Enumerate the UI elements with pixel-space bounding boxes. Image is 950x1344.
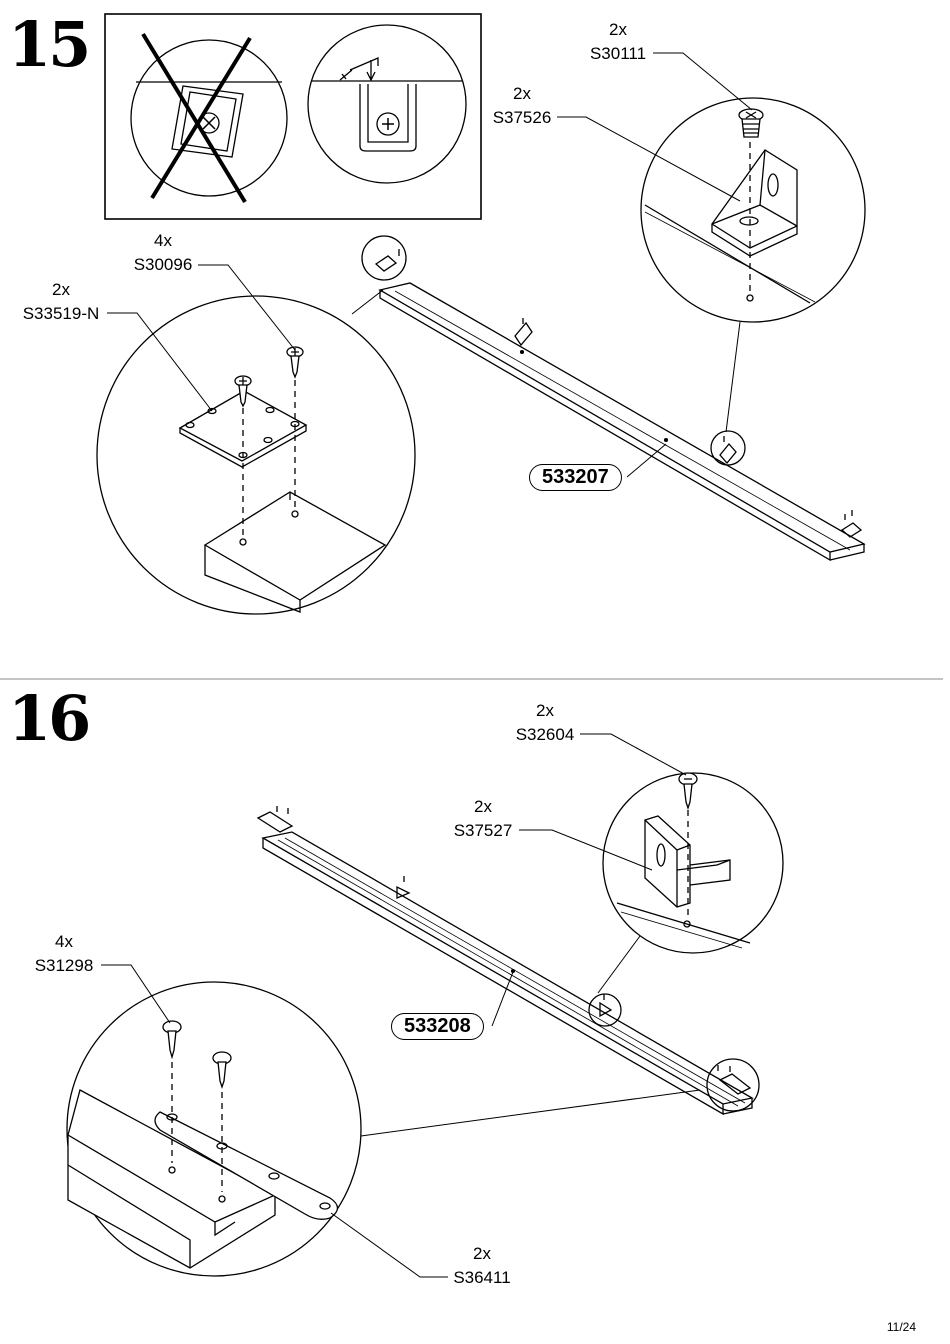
callout-qty: 2x [52, 280, 70, 299]
detail-circle-connector [66, 981, 362, 1277]
callout-s30096: 4x S30096 [128, 229, 198, 277]
callout-s30111: 2x S30111 [583, 18, 653, 66]
mounting-plate-icon [178, 390, 308, 468]
leader-lines-15 [107, 52, 753, 478]
l-bracket-icon [644, 815, 731, 908]
screw-s30096-icon [234, 346, 304, 408]
callout-s33519-n: 2x S33519-N [14, 278, 108, 326]
callout-qty: 2x [609, 20, 627, 39]
screw-s31298-icon [162, 1020, 232, 1090]
callout-qty: 2x [513, 84, 531, 103]
correct-bracket-icon [312, 57, 462, 152]
leader-lines-16 [101, 733, 687, 1278]
callout-code: S37527 [453, 821, 513, 840]
callout-s36411: 2x S36411 [446, 1242, 518, 1290]
callout-code: S32604 [515, 725, 575, 744]
callout-qty: 2x [536, 701, 554, 720]
step-number-15: 15 [8, 8, 91, 81]
board-533208-icon [256, 806, 760, 1116]
board-code-533207: 533207 [529, 464, 622, 491]
callout-code: S31298 [34, 956, 94, 975]
callout-s31298: 4x S31298 [28, 930, 100, 978]
callout-qty: 4x [154, 231, 172, 250]
callout-s37526: 2x S37526 [485, 82, 559, 130]
callout-qty: 2x [473, 1244, 491, 1263]
callout-s32604: 2x S32604 [509, 699, 581, 747]
wrong-bracket-icon [136, 32, 282, 204]
callout-code: S30111 [589, 44, 647, 63]
callout-qty: 4x [55, 932, 73, 951]
callout-code: S37526 [492, 108, 552, 127]
warning-box [104, 13, 482, 220]
detail-circle-bracket [640, 97, 866, 323]
board-code-533208: 533208 [391, 1013, 484, 1040]
step-number-16: 16 [8, 682, 91, 755]
screw-s32604-icon [678, 772, 698, 811]
detail-circle-bracket-16 [602, 772, 784, 954]
board-533207-icon [361, 235, 866, 562]
callout-qty: 2x [474, 797, 492, 816]
detail-circle-plate [96, 295, 416, 615]
page-number: 11/24 [886, 1320, 916, 1334]
callout-s37527: 2x S37527 [447, 795, 519, 843]
screw-s30111-icon [738, 108, 764, 138]
callout-code: S30096 [133, 255, 193, 274]
callout-code: S36411 [453, 1268, 511, 1287]
angle-bracket-icon [711, 149, 798, 257]
callout-code: S33519-N [22, 304, 100, 323]
